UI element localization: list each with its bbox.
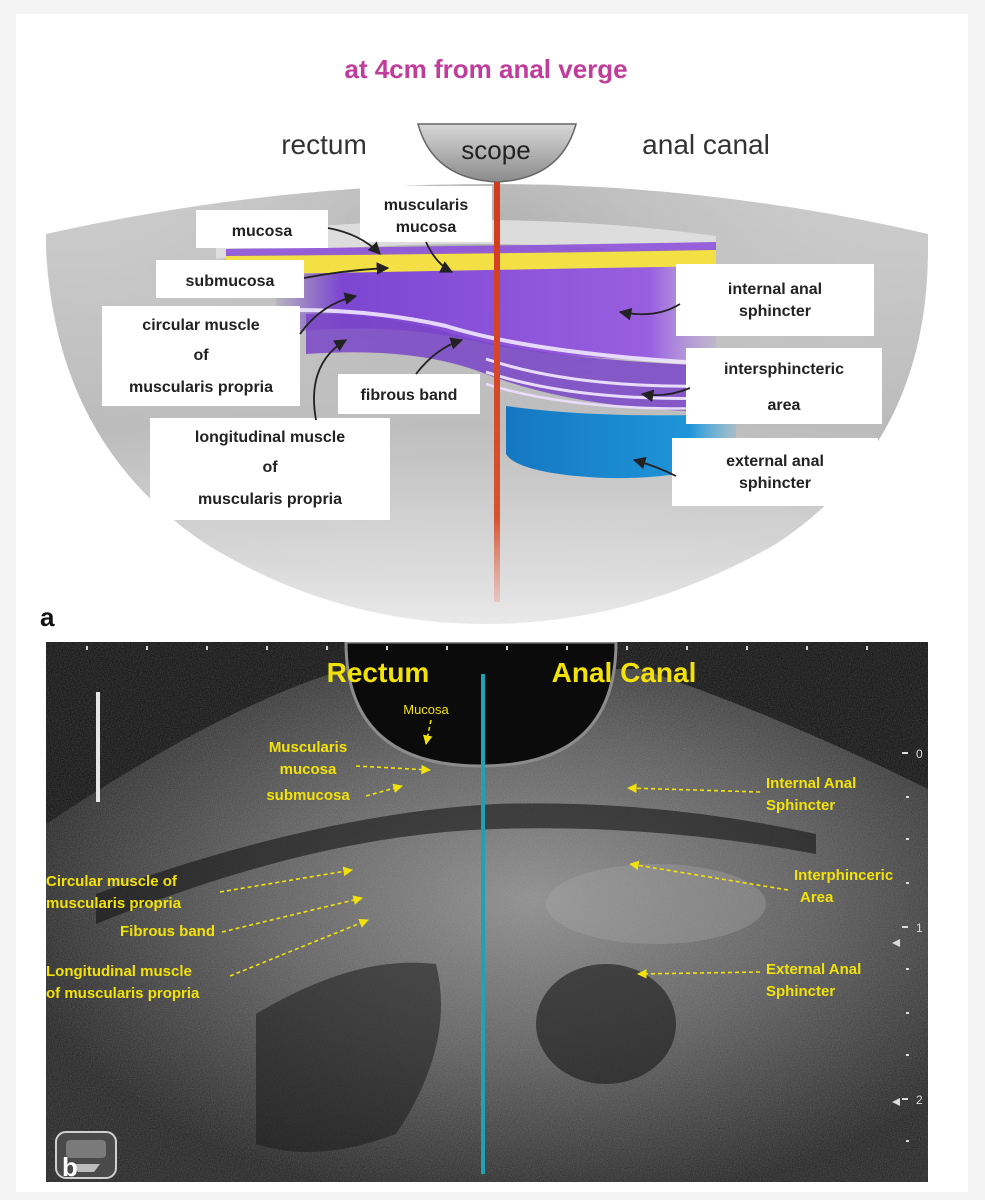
arrow-muscularis-mucosa [425, 241, 454, 273]
gain-indicator [96, 692, 100, 802]
depth-scale [902, 752, 909, 1142]
external-sphincter-label-1: external anal [726, 453, 824, 470]
longitudinal-muscle-label-1: longitudinal muscle [195, 429, 345, 446]
longitudinal-muscle-layer [306, 314, 716, 412]
arrow-circular [299, 292, 358, 335]
us-longitudinal-2: of muscularis propria [46, 985, 200, 1002]
us-internal-1: Internal Anal [766, 775, 856, 792]
us-arrow-submucosa [365, 783, 403, 797]
panel-a-title: at 4cm from anal verge [344, 54, 627, 84]
us-circular-2: muscularis propria [46, 895, 182, 912]
muscularis-mucosa-label-2: mucosa [396, 219, 457, 236]
arrow-intersphincteric [640, 387, 691, 403]
us-anal-canal-label: Anal Canal [552, 657, 697, 688]
fibrous-band-line [295, 308, 717, 366]
longitudinal-muscle-label-3: muscularis propria [198, 491, 342, 508]
us-circular-1: Circular muscle of [46, 873, 178, 890]
probe-line [494, 182, 500, 602]
anal-canal-label: anal canal [642, 129, 770, 160]
arrow-submucosa [303, 262, 390, 279]
internal-sphincter-label-1: internal anal [728, 281, 822, 298]
depth-0-label: 0 [916, 747, 923, 761]
us-arrow-muscularis [355, 764, 431, 775]
probe-icon [55, 1131, 117, 1179]
fibrous-band-label: fibrous band [361, 387, 458, 404]
internal-sphincter-label-2: sphincter [739, 303, 811, 320]
longitudinal-muscle-label-2: of [262, 459, 278, 476]
us-rectum-label: Rectum [327, 657, 430, 688]
panel-a-letter: a [40, 602, 55, 632]
circular-muscle-label-1: circular muscle [142, 317, 260, 334]
scope-label: scope [461, 135, 530, 165]
us-longitudinal-1: Longitudinal muscle [46, 963, 192, 980]
us-inter-2: Area [800, 889, 834, 906]
us-internal-2: Sphincter [766, 797, 835, 814]
us-muscularis-mucosa-1: Muscularis [269, 739, 347, 756]
submucosa-label: submucosa [186, 273, 275, 290]
figure-svg: at 4cm from anal verge rectum anal canal… [40, 54, 928, 1182]
depth-2-label: 2 [916, 1093, 923, 1107]
us-external-1: External Anal [766, 961, 861, 978]
us-arrow-longitudinal [229, 918, 369, 977]
submucosa-layer [226, 249, 716, 274]
circular-muscle-label-2: of [193, 347, 209, 364]
intersphincteric-label-2: area [768, 397, 801, 414]
mucosa-label: mucosa [232, 223, 293, 240]
us-arrow-fibrous [221, 895, 363, 933]
scope-shape [417, 123, 577, 183]
arrow-fibrous [415, 337, 464, 375]
circular-muscle-label-3: muscularis propria [129, 379, 273, 396]
panel-b-letter: b [62, 1152, 78, 1182]
us-arrow-circular [219, 866, 353, 893]
arrow-mucosa [327, 227, 381, 255]
arrow-external [632, 456, 677, 477]
depth-1-label: 1 [916, 921, 923, 935]
external-sphincter-label-2: sphincter [739, 475, 811, 492]
figure-frame: at 4cm from anal verge rectum anal canal… [16, 14, 968, 1192]
center-line [481, 674, 485, 1174]
muscularis-mucosa-label-1: muscularis [384, 197, 469, 214]
us-inter-1: Interphinceric [794, 867, 893, 884]
us-arrow-external [637, 969, 761, 979]
intersphincteric-label-1: intersphincteric [724, 361, 844, 378]
us-external-2: Sphincter [766, 983, 835, 1000]
us-arrow-inter [629, 860, 789, 891]
us-muscularis-mucosa-2: mucosa [280, 761, 337, 778]
rectum-label: rectum [281, 129, 367, 160]
us-arrow-internal [627, 783, 761, 794]
top-ticks [86, 646, 868, 650]
us-mucosa-label: Mucosa [403, 702, 449, 717]
us-fibrous-band: Fibrous band [120, 923, 215, 940]
us-submucosa-label: submucosa [266, 787, 350, 804]
arrow-longitudinal [313, 339, 348, 421]
arrow-internal [618, 303, 681, 321]
